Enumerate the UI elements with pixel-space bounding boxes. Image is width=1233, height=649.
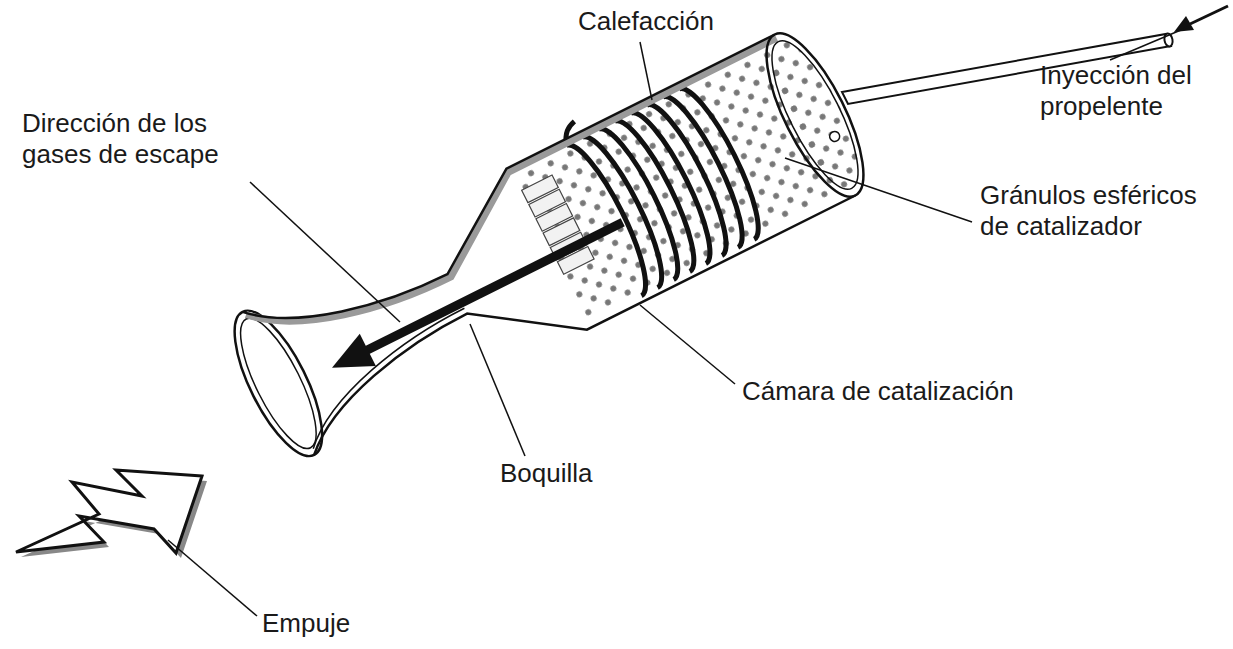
coil-winding (582, 128, 675, 287)
part-label: Cámara de catalización (742, 376, 1072, 407)
coil-winding (566, 136, 659, 295)
coil-winding (663, 88, 756, 247)
coil-winding (631, 104, 724, 263)
nozzle-exit (218, 299, 340, 467)
part-label: Calefacción (578, 6, 778, 37)
coil-winding (647, 96, 740, 255)
nozzle-lip (226, 309, 330, 457)
part-label: Boquilla (500, 458, 640, 489)
part-label: Inyección del propelente (1040, 60, 1212, 122)
thrust-arrow (16, 470, 207, 558)
bed-plate (522, 175, 559, 203)
heating-coil (558, 64, 772, 296)
cut-wall (242, 38, 807, 366)
coil-winding (615, 112, 708, 271)
injection-arrow (1174, 6, 1228, 32)
part-label: Dirección de los gases de escape (22, 108, 237, 170)
coil-winding (599, 120, 692, 279)
leader-lines (168, 27, 1188, 616)
end-cap (748, 21, 882, 209)
nozzle-inner-wall (287, 308, 490, 448)
end-cap-inner (756, 30, 874, 199)
part-label: Empuje (262, 608, 402, 639)
coil-winding (679, 80, 772, 239)
inlet-port (828, 130, 841, 143)
thruster-body (208, 10, 882, 476)
part-label: Gránulos esféricos de catalizador (980, 180, 1220, 242)
exhaust-arrow (324, 206, 631, 384)
